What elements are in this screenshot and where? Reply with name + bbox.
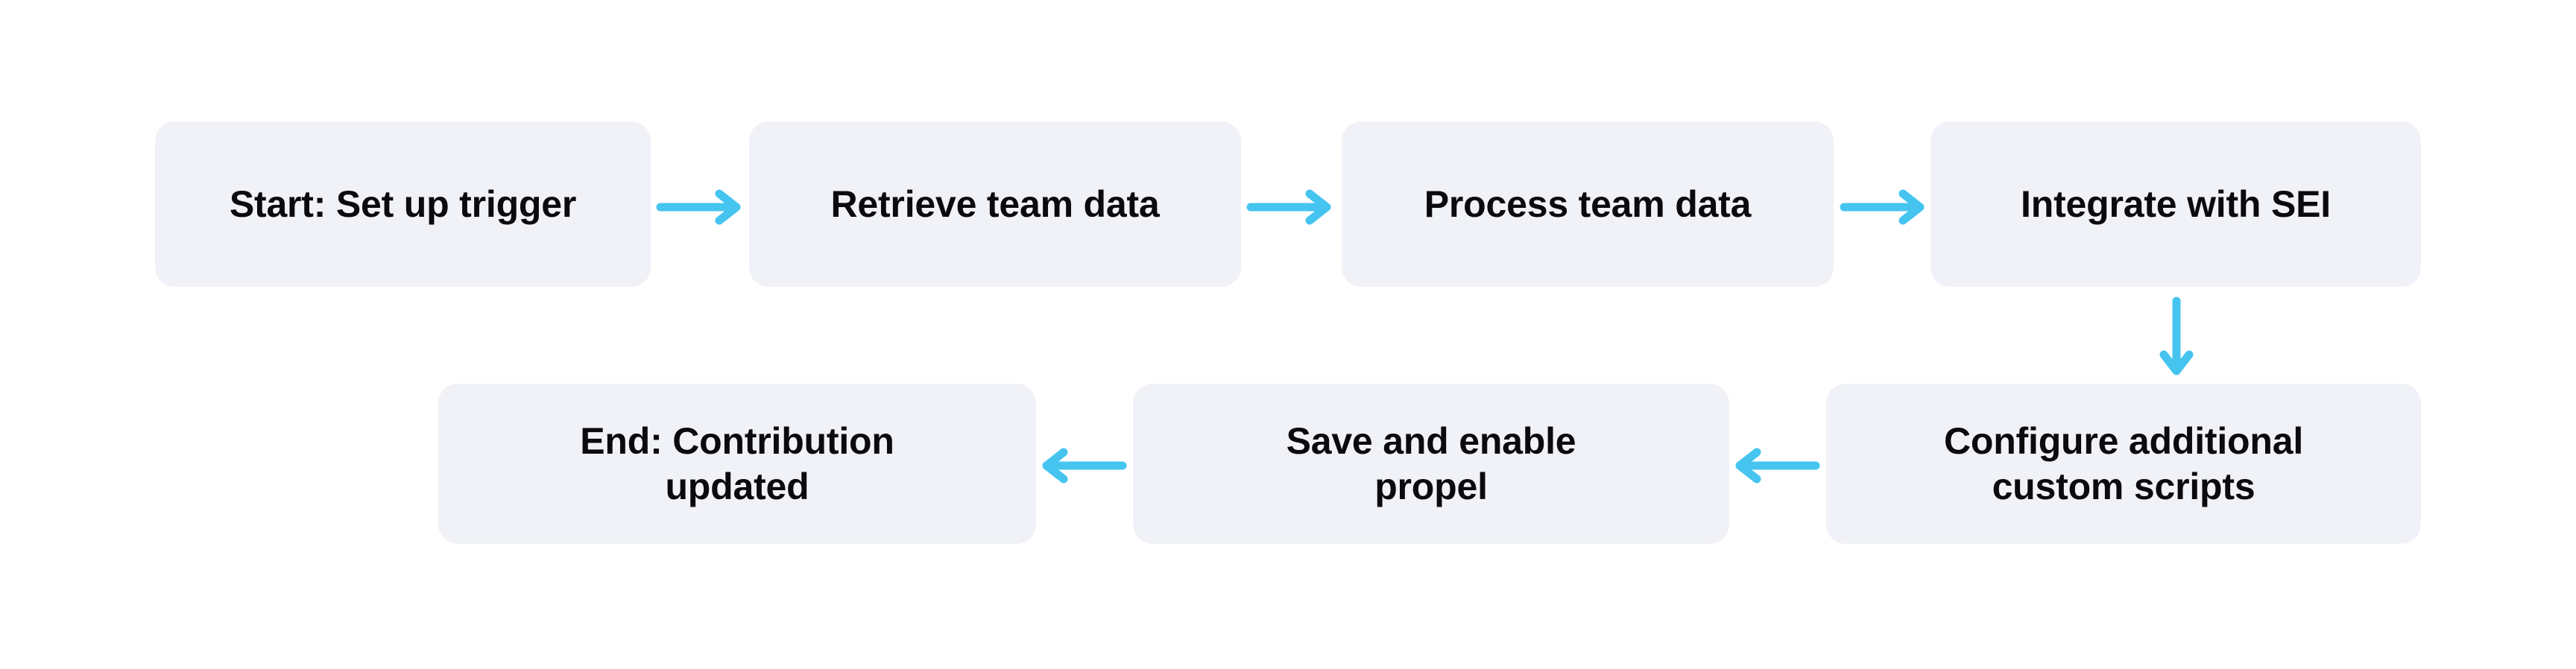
flow-node-retrieve-team-data[interactable]: Retrieve team data: [749, 121, 1241, 287]
flow-node-label: Retrieve team data: [830, 183, 1160, 225]
flow-node-configure-additional-custom-scripts[interactable]: Configure additional custom scripts: [1826, 384, 2421, 544]
arrow-down-icon-1: [2159, 297, 2194, 378]
flow-node-integrate-with-sei[interactable]: Integrate with SEI: [1931, 121, 2421, 287]
flow-node-label: Integrate with SEI: [2021, 183, 2331, 225]
arrow-left-icon-1: [1735, 448, 1820, 483]
flow-node-label: End: Contribution updated: [580, 419, 894, 507]
flow-node-label: Save and enable propel: [1286, 419, 1576, 507]
arrow-left-icon-2: [1042, 448, 1127, 483]
flow-node-label: Start: Set up trigger: [229, 183, 577, 225]
flow-node-save-and-enable-propel[interactable]: Save and enable propel: [1133, 384, 1729, 544]
flow-node-label: Configure additional custom scripts: [1943, 419, 2304, 507]
flow-node-start-set-up-trigger[interactable]: Start: Set up trigger: [155, 121, 651, 287]
arrow-right-icon-3: [1840, 189, 1928, 225]
arrow-right-icon-2: [1246, 189, 1334, 225]
flow-node-process-team-data[interactable]: Process team data: [1342, 121, 1834, 287]
arrow-right-icon-1: [656, 189, 744, 225]
flow-node-label: Process team data: [1424, 183, 1752, 225]
flow-node-end-contribution-updated[interactable]: End: Contribution updated: [438, 384, 1036, 544]
